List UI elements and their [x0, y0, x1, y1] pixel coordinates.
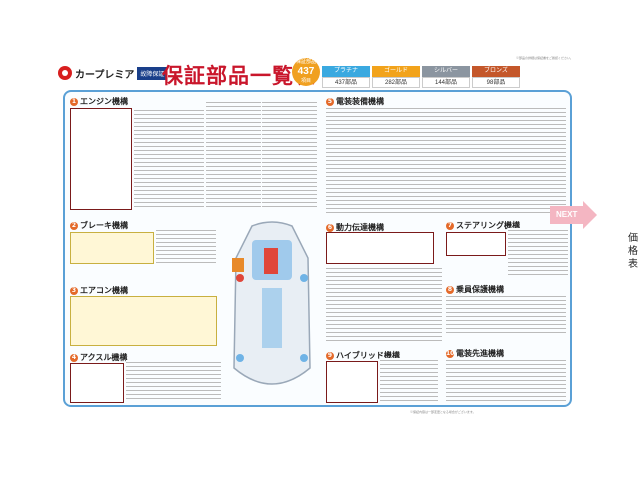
- section-hybrid-box: [326, 361, 378, 403]
- section-brake-box: [70, 232, 154, 264]
- plan-count: 98部品: [472, 77, 520, 88]
- plan-silver: シルバー 144部品: [422, 66, 470, 88]
- parts-count-badge: 保証部品 437 項目: [292, 58, 320, 86]
- section-advanced-list: [446, 358, 566, 402]
- footer-note: ※保証内容は一部変更となる場合がございます。: [410, 410, 476, 414]
- section-brake-list: [156, 228, 216, 264]
- car-part-marker-1: [232, 258, 244, 272]
- section-axle-list: [126, 360, 221, 402]
- car-diagram: [232, 221, 311, 385]
- brand-name: カープレミア: [75, 69, 135, 81]
- section-aircon-box: [70, 296, 217, 346]
- plan-count: 144部品: [422, 77, 470, 88]
- brand-mark-icon: [58, 66, 72, 80]
- section-engine-box: [70, 108, 132, 210]
- page-title: 保証部品一覧表: [162, 64, 316, 88]
- brand-badge: 故障保証: [137, 66, 168, 80]
- next-arrow[interactable]: NEXT: [550, 201, 598, 229]
- next-arrow-icon: [583, 201, 598, 229]
- section-engine-list-2: [206, 100, 261, 210]
- car-part-marker-5: [300, 354, 308, 362]
- car-engine-block: [264, 248, 278, 274]
- car-drivetrain: [262, 288, 282, 348]
- car-part-marker-2: [236, 274, 244, 282]
- section-transmission-list: [326, 266, 442, 341]
- legal-note: ※部品の詳細は保証書をご確認ください。: [516, 56, 574, 60]
- section-occupant-list: [446, 294, 566, 334]
- plan-gold: ゴールド 282部品: [372, 66, 420, 88]
- section-transmission-box: [326, 232, 434, 264]
- side-label: 価 格 表: [628, 233, 638, 270]
- car-part-marker-3: [300, 274, 308, 282]
- section-electrical-list: [326, 106, 566, 216]
- plan-name: ブロンズ: [472, 66, 520, 77]
- section-engine-list-3: [262, 100, 317, 210]
- plan-platinum: プラチナ 437部品: [322, 66, 370, 88]
- section-engine-list: [134, 108, 204, 208]
- plan-count: 282部品: [372, 77, 420, 88]
- brand-logo: カープレミア 故障保証: [58, 64, 168, 82]
- parts-count-suffix: 項目: [300, 78, 311, 84]
- parts-count-prefix: 保証部品: [295, 59, 316, 65]
- section-steering-box: [446, 232, 506, 256]
- plan-count: 437部品: [322, 77, 370, 88]
- plan-name: シルバー: [422, 66, 470, 77]
- section-steering-list: [508, 228, 568, 278]
- section-hybrid-list: [380, 358, 438, 402]
- parts-count: 437: [297, 66, 315, 77]
- plan-bronze: ブロンズ 98部品: [472, 66, 520, 88]
- section-axle-box: [70, 363, 124, 403]
- plan-name: ゴールド: [372, 66, 420, 77]
- next-label: NEXT: [550, 206, 584, 224]
- plan-name: プラチナ: [322, 66, 370, 77]
- car-part-marker-4: [236, 354, 244, 362]
